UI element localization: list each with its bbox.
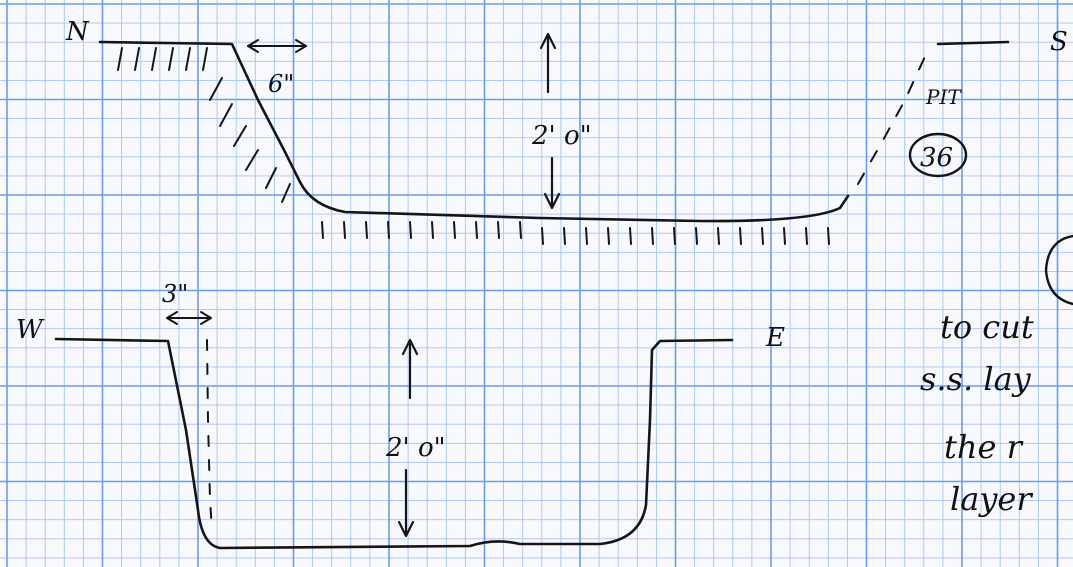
depth-arrow-ns xyxy=(539,32,561,210)
hatch-mark xyxy=(343,221,346,239)
hatch-mark xyxy=(431,221,434,239)
pit-label: PIT xyxy=(925,85,962,109)
offset-label-we: 3" xyxy=(162,280,188,308)
hatch-mark xyxy=(519,221,522,239)
hatch-mark xyxy=(168,47,174,71)
hatch-mark xyxy=(739,227,742,245)
pit-number: 36 xyxy=(920,143,953,173)
hatch-mark xyxy=(134,47,140,71)
hatch-mark xyxy=(219,103,233,127)
hatch-mark xyxy=(281,183,291,203)
hatch-mark xyxy=(717,227,720,245)
hatch-mark xyxy=(453,221,456,239)
hatch-mark xyxy=(497,221,500,239)
hatch-mark xyxy=(233,125,247,147)
hatch-mark xyxy=(151,47,157,71)
hatch-mark xyxy=(585,227,588,245)
hatch-mark xyxy=(673,227,676,245)
side-note-line-4: layer xyxy=(950,480,1033,518)
hatch-mark xyxy=(805,227,808,245)
hatch-mark xyxy=(827,227,830,245)
pit-number-circle xyxy=(908,132,968,178)
hatch-mark xyxy=(761,227,764,245)
offset-label-ns: 6" xyxy=(268,70,294,98)
hatch-mark xyxy=(607,227,610,245)
hatch-mark xyxy=(365,221,368,239)
north-south-profile: N S 6" 2' o" PIT 36 xyxy=(65,17,1068,245)
hatch-mark xyxy=(202,47,208,71)
pit-edge-dashed-line xyxy=(857,49,929,185)
pit-wall-profile-we xyxy=(54,337,734,550)
hatch-mark xyxy=(185,47,191,71)
hatch-mark xyxy=(117,47,123,71)
side-note: to cut s.s. lay the r layer xyxy=(920,308,1034,518)
south-ground-surface xyxy=(936,40,1010,46)
hatch-mark xyxy=(321,221,324,239)
hatch-mark xyxy=(629,227,632,245)
depth-arrow-we xyxy=(397,338,419,538)
west-east-profile: W E 3" 2' o" xyxy=(16,280,785,550)
edge-circle-mark xyxy=(1044,234,1073,306)
hatch-mark xyxy=(245,149,259,171)
north-ground-surface xyxy=(98,40,850,223)
north-label: N xyxy=(65,17,90,47)
east-label: E xyxy=(765,323,785,353)
hatch-mark xyxy=(475,221,478,239)
depth-label-ns: 2' o" xyxy=(531,121,592,151)
hatch-mark xyxy=(209,77,223,101)
offset-arrow-we xyxy=(166,311,212,325)
hatch-mark xyxy=(265,167,277,189)
south-label: S xyxy=(1050,27,1068,57)
side-note-line-2: s.s. lay xyxy=(920,360,1032,398)
hatch-mark xyxy=(783,227,786,245)
west-label: W xyxy=(16,315,45,345)
hatch-mark xyxy=(563,227,566,245)
side-note-line-3: the r xyxy=(944,428,1024,466)
hatch-mark xyxy=(541,227,544,245)
hatch-mark xyxy=(409,221,412,239)
offset-dashed-line-we xyxy=(206,339,213,531)
depth-label-we: 2' o" xyxy=(385,433,446,463)
hatch-mark xyxy=(387,221,390,239)
side-note-line-1: to cut xyxy=(940,308,1034,346)
hatch-mark xyxy=(695,227,698,245)
offset-arrow-ns xyxy=(247,39,307,53)
soil-hatching xyxy=(117,47,830,245)
hatch-mark xyxy=(651,227,654,245)
